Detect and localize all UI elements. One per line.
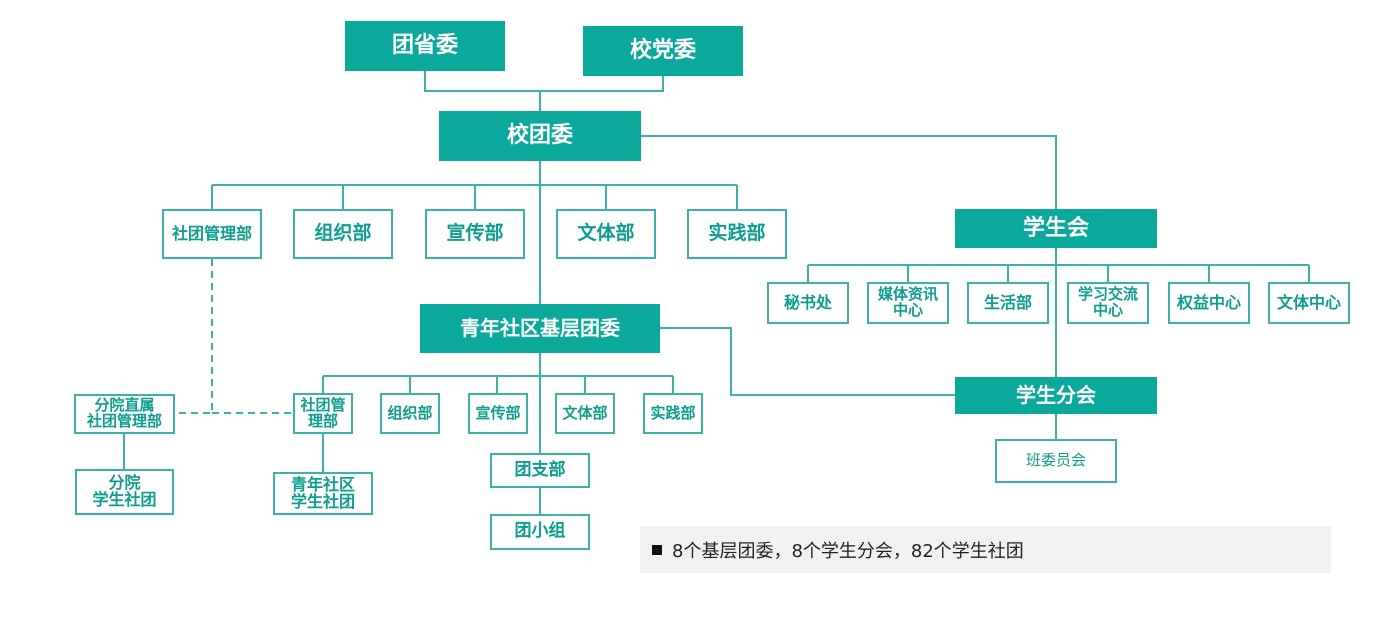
node-fenyuan-shetuan: 分院 学生社团 [75, 469, 174, 515]
node-sq-shijian: 实践部 [643, 393, 703, 434]
bullet-square-icon [652, 544, 662, 555]
summary-text: 8个基层团委，8个学生分会，82个学生社团 [672, 540, 1024, 562]
node-sq-xuanchuan: 宣传部 [468, 393, 528, 434]
node-fenyuan-zhishu: 分院直属 社团管理部 [74, 394, 175, 434]
node-tuan-xiaozu: 团小组 [490, 514, 590, 550]
node-shenghuo: 生活部 [967, 282, 1049, 324]
node-sq-shetuan-guanli: 社团管 理部 [293, 393, 353, 434]
node-meiti: 媒体资讯 中心 [867, 282, 949, 324]
node-xuexi: 学习交流 中心 [1067, 282, 1149, 324]
summary-note: 8个基层团委，8个学生分会，82个学生社团 [640, 526, 1331, 573]
node-wenti-zhongxin: 文体中心 [1268, 282, 1350, 324]
node-shijian: 实践部 [687, 209, 787, 259]
node-xiao-dang-wei: 校党委 [583, 26, 743, 76]
node-wenti: 文体部 [556, 209, 656, 259]
node-sq-zuzhi: 组织部 [380, 393, 440, 434]
node-shetuan-guanli: 社团管理部 [162, 209, 262, 259]
node-sq-wenti: 文体部 [555, 393, 615, 434]
node-mishu: 秘书处 [767, 282, 849, 324]
node-qingnian-shetuan: 青年社区 学生社团 [273, 472, 373, 515]
node-xuesheng-hui: 学生会 [955, 209, 1157, 248]
node-xiao-tuan-wei: 校团委 [439, 111, 641, 161]
node-quanyi: 权益中心 [1168, 282, 1250, 324]
node-tuan-zhibu: 团支部 [490, 453, 590, 488]
node-banwei: 班委员会 [995, 439, 1117, 483]
node-xuanchuan: 宣传部 [425, 209, 525, 259]
node-xuesheng-fenhui: 学生分会 [955, 377, 1157, 414]
node-zuzhi: 组织部 [293, 209, 393, 259]
node-qingnian-shequ: 青年社区基层团委 [420, 304, 660, 353]
node-tuan-sheng-wei: 团省委 [345, 21, 505, 71]
